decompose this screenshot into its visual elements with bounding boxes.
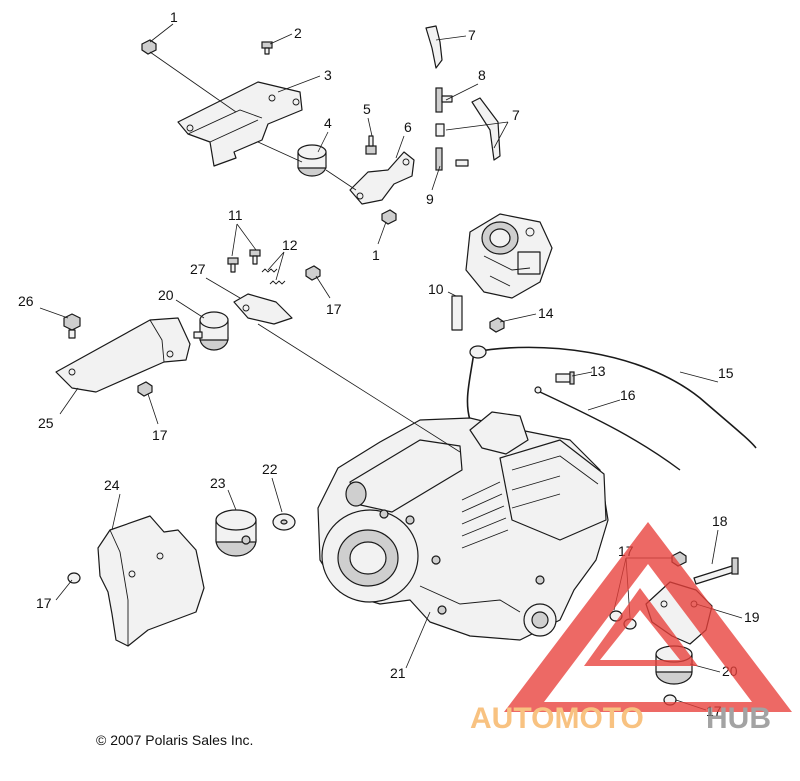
washer-22 (272, 513, 296, 531)
fitting-8 (435, 87, 453, 113)
front-mount-bracket-25 (55, 317, 191, 393)
callout-22: 22 (262, 461, 278, 477)
screw-11a (227, 257, 239, 273)
watermark-inner-mark (584, 588, 698, 666)
drain-tube-10 (451, 295, 463, 331)
nut-top (141, 39, 157, 55)
nut-17-mid (137, 381, 153, 397)
callout-11: 11 (228, 207, 243, 223)
screw-11b (249, 249, 261, 265)
callout-23: 23 (210, 475, 226, 491)
callout-2: 2 (294, 25, 302, 41)
upper-mount-bracket (177, 81, 303, 167)
rubber-mount-4 (297, 144, 327, 177)
callout-1-lower: 1 (372, 247, 380, 263)
rubber-mount-23 (215, 509, 257, 557)
callout-14: 14 (538, 305, 554, 321)
callout-26: 26 (18, 293, 34, 309)
callout-15: 15 (718, 365, 734, 381)
callout-4: 4 (324, 115, 332, 131)
callout-17-a: 17 (326, 301, 342, 317)
nut-lower (381, 209, 397, 225)
callout-10: 10 (428, 281, 444, 297)
throttle-bracket-6 (349, 151, 415, 205)
callout-25: 25 (38, 415, 54, 431)
screw-2 (261, 41, 273, 55)
choke-cable-16 (534, 386, 681, 471)
callout-27: 27 (190, 261, 206, 277)
bolt-18 (693, 557, 739, 585)
nut-14 (489, 317, 505, 333)
nut-17-top (305, 265, 321, 281)
callout-8: 8 (478, 67, 486, 83)
callout-16: 16 (620, 387, 636, 403)
cable-bracket-27 (233, 293, 293, 325)
spring-12a (261, 268, 278, 273)
hose-clamp (435, 123, 445, 137)
fitting-9 (435, 147, 469, 171)
callout-9: 9 (426, 191, 434, 207)
carburetor (465, 213, 553, 299)
spring-12b (269, 280, 286, 285)
callout-1: 1 (170, 9, 178, 25)
rubber-mount-20-left (193, 311, 229, 351)
callout-19: 19 (744, 609, 760, 625)
callout-18: 18 (712, 513, 728, 529)
vent-hose-top (425, 25, 443, 69)
copyright-notice: © 2007 Polaris Sales Inc. (96, 732, 253, 748)
washer-17-left (67, 572, 81, 584)
engine-assembly (317, 411, 609, 641)
callout-13: 13 (590, 363, 606, 379)
watermark-triangle-logo (504, 522, 792, 712)
callout-24: 24 (104, 477, 120, 493)
callout-7-mid: 7 (512, 107, 520, 123)
callout-17-b: 17 (152, 427, 168, 443)
throttle-cable-15 (466, 345, 757, 449)
watermark-brand-automoto: AUTOMOTO (470, 702, 644, 735)
callout-7-top: 7 (468, 27, 476, 43)
bolt-5 (365, 135, 377, 155)
callout-20-left: 20 (158, 287, 174, 303)
callout-21: 21 (390, 665, 406, 681)
vent-hose-right (471, 97, 501, 161)
callout-6: 6 (404, 119, 412, 135)
bolt-13 (555, 371, 575, 385)
watermark-brand-hub: HUB (706, 702, 771, 735)
rear-mount-bracket-24 (97, 515, 205, 647)
callout-17-c: 17 (36, 595, 52, 611)
callout-12: 12 (282, 237, 298, 253)
automotohub-watermark: AUTOMOTO HUB (470, 522, 792, 735)
callout-3: 3 (324, 67, 332, 83)
callout-5: 5 (363, 101, 371, 117)
